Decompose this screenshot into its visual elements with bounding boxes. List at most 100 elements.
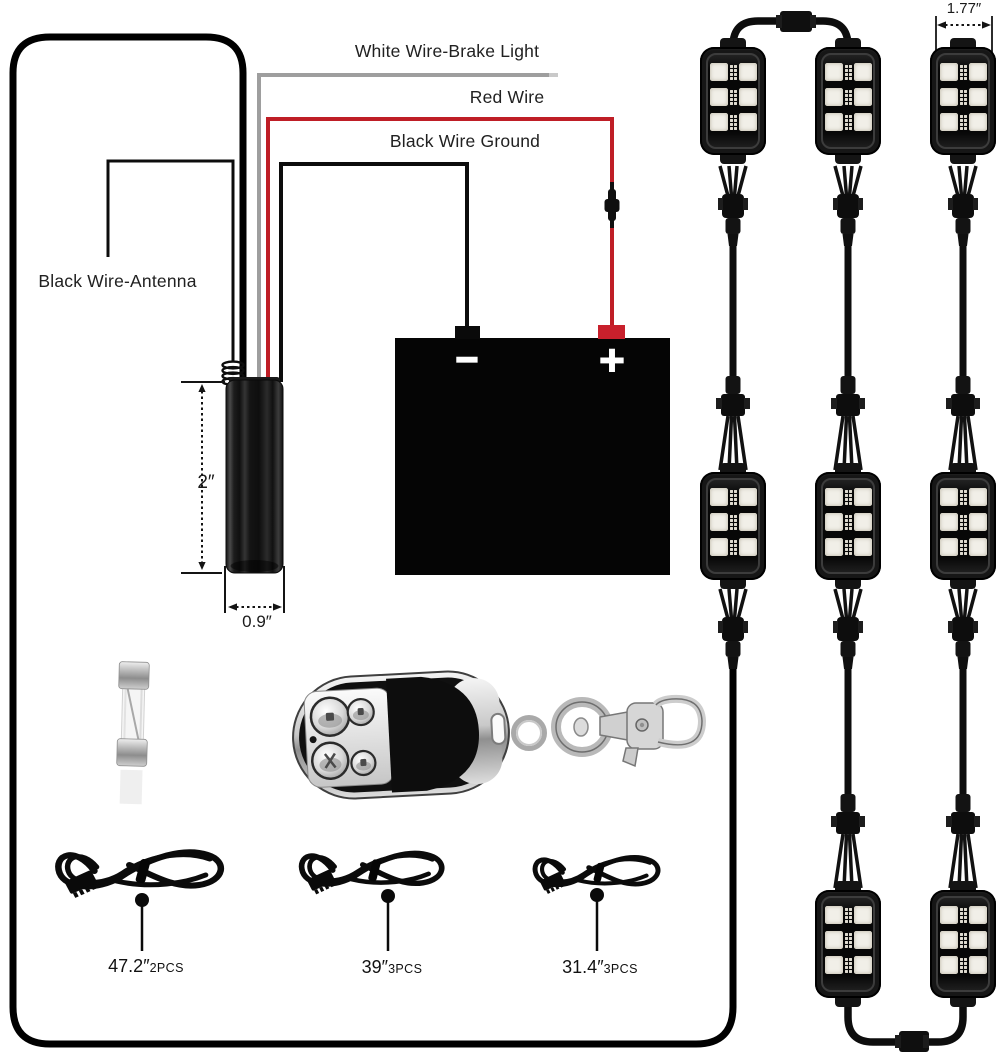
keychain-clasp xyxy=(511,694,707,768)
cable-39in-label: 39″3PCS xyxy=(322,957,462,978)
cable-qty-text: 2PCS xyxy=(149,961,184,975)
cable-31in-label: 31.4″3PCS xyxy=(530,957,670,978)
solder-contacts xyxy=(729,114,737,130)
remote-rubber-pad xyxy=(386,676,479,793)
remote-button[interactable] xyxy=(311,741,350,780)
solder-contacts xyxy=(959,932,967,948)
led-pod-panel xyxy=(936,896,990,992)
led-chip xyxy=(968,906,987,924)
led-chip xyxy=(709,63,728,81)
led-chip xyxy=(709,538,728,556)
led-chip xyxy=(939,513,958,531)
led-pod-panel xyxy=(936,53,990,149)
inline-connector-icon xyxy=(895,1031,929,1052)
led-pod xyxy=(930,472,996,580)
battery-minus-symbol: − xyxy=(454,342,479,377)
led-pod-panel xyxy=(821,896,875,992)
controller-width-dimension-label: 0.9″ xyxy=(242,612,272,631)
red-wire-label: Red Wire xyxy=(469,87,545,107)
led-chip xyxy=(709,88,728,106)
led-chip xyxy=(968,538,987,556)
inline-connector-icon xyxy=(776,11,816,32)
led-chip xyxy=(824,113,843,131)
led-chip xyxy=(824,63,843,81)
wire-joint-icon xyxy=(829,374,867,472)
led-chip xyxy=(853,931,872,949)
led-pod-panel xyxy=(821,478,875,574)
solder-contacts xyxy=(844,89,852,105)
pod-width-dimension-label: 1.77″ xyxy=(946,0,982,17)
solder-contacts xyxy=(729,64,737,80)
led-chip xyxy=(853,113,872,131)
solder-contacts xyxy=(844,907,852,923)
wire-joint-icon xyxy=(944,792,982,890)
led-chip xyxy=(709,513,728,531)
cable-length-text: 31.4″ xyxy=(562,957,604,977)
led-pod-panel xyxy=(936,478,990,574)
led-chip xyxy=(939,113,958,131)
led-pod-panel xyxy=(821,53,875,149)
wire-plug-icon xyxy=(716,587,750,671)
solder-contacts xyxy=(729,89,737,105)
led-pod xyxy=(815,472,881,580)
led-chip xyxy=(939,488,958,506)
inline-fuse-holder-icon xyxy=(604,182,620,228)
controller-height-dimension-label: 2″ xyxy=(197,472,215,493)
solder-contacts xyxy=(959,89,967,105)
led-chip xyxy=(939,906,958,924)
led-chip xyxy=(939,63,958,81)
battery-negative-terminal xyxy=(455,326,480,339)
solder-contacts xyxy=(844,932,852,948)
controller-box xyxy=(225,377,284,574)
led-pod xyxy=(930,47,996,155)
wire-plug-icon xyxy=(831,164,865,248)
cable-callouts xyxy=(135,888,604,951)
cable-qty-text: 3PCS xyxy=(603,962,638,976)
led-chip xyxy=(824,931,843,949)
spare-cable-47in xyxy=(58,852,220,899)
solder-contacts xyxy=(729,539,737,555)
solder-contacts xyxy=(959,907,967,923)
led-chip xyxy=(939,538,958,556)
solder-contacts xyxy=(729,514,737,530)
remote-button[interactable] xyxy=(309,696,351,737)
wire-joint-icon xyxy=(829,792,867,890)
wire-plug-icon xyxy=(716,164,750,248)
led-chip xyxy=(968,513,987,531)
remote-button[interactable] xyxy=(350,749,377,777)
solder-contacts xyxy=(844,489,852,505)
solder-contacts xyxy=(844,539,852,555)
wire-plug-icon xyxy=(946,164,980,248)
led-chip xyxy=(709,113,728,131)
white-wire-label: White Wire-Brake Light xyxy=(354,41,540,61)
cable-qty-text: 3PCS xyxy=(388,962,423,976)
white-brake-wire xyxy=(257,73,558,382)
led-pod xyxy=(815,47,881,155)
battery-body xyxy=(395,338,670,575)
wire-joint-icon xyxy=(944,374,982,472)
wire-plug-icon xyxy=(831,587,865,671)
solder-contacts xyxy=(729,489,737,505)
led-chip xyxy=(853,513,872,531)
controller-dimensions xyxy=(181,381,285,613)
led-chip xyxy=(824,906,843,924)
led-chip xyxy=(968,88,987,106)
solder-contacts xyxy=(844,114,852,130)
led-chip xyxy=(853,906,872,924)
antenna-wire-label: Black Wire-Antenna xyxy=(38,271,197,291)
led-chip xyxy=(824,538,843,556)
led-chip xyxy=(853,956,872,974)
solder-contacts xyxy=(959,514,967,530)
led-chip xyxy=(853,538,872,556)
led-chip xyxy=(968,63,987,81)
solder-contacts xyxy=(959,957,967,973)
led-chip xyxy=(939,956,958,974)
battery-plus-symbol: + xyxy=(598,340,627,380)
led-pod xyxy=(930,890,996,998)
led-chip xyxy=(853,88,872,106)
remote-control xyxy=(292,670,510,800)
solder-contacts xyxy=(959,64,967,80)
remote-button[interactable] xyxy=(346,697,375,727)
led-chip xyxy=(709,488,728,506)
